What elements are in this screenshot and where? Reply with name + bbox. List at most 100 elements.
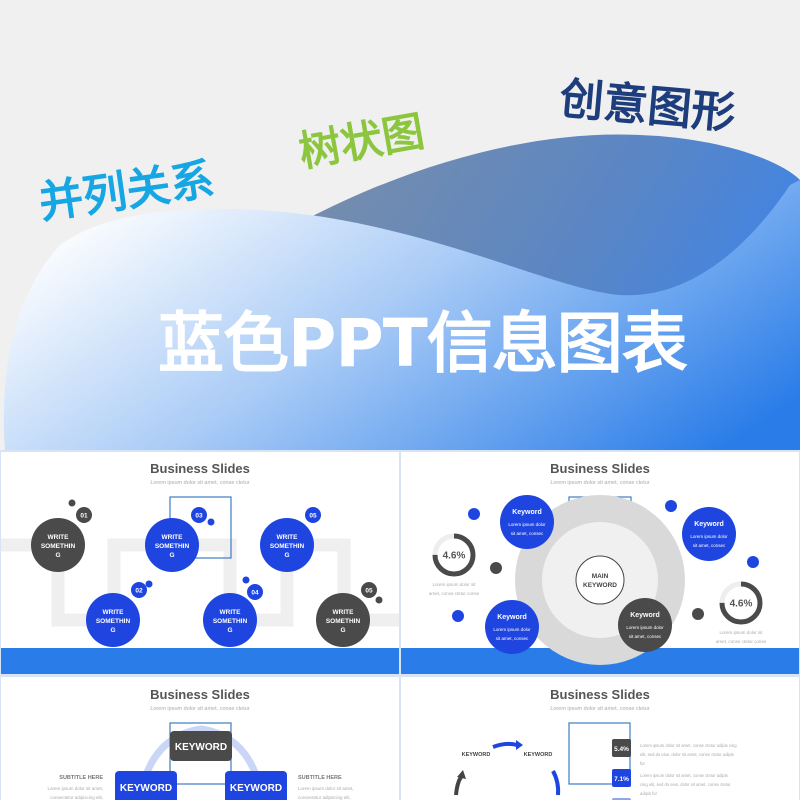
keyword-top-label: KEYWORD [175,742,227,753]
main-keyword-line2: KEYWORD [583,582,617,589]
donut-caption-1: Lorem ipsum dolor sit [719,630,763,635]
cycle-arc [142,725,260,777]
donut-gauge: 4.6% Lorem ipsum dolor sit amet, conse cte… [429,533,480,596]
keyword-box-right [225,771,287,800]
step-number: 05 [365,587,373,594]
slide-preview-3[interactable]: Business Slides Lorem ipsum dolor sit am… [1,677,399,800]
keyword-title: Keyword [497,614,527,621]
main-keyword-circle [575,555,625,605]
slide-subtitle: Lorem ipsum dolor sit amet, conse ctetur [150,480,250,486]
donut-fill [719,581,763,625]
stat-text-2: cing elit, sed do eius. dolor sit amet, … [640,782,731,787]
step-label-3: G [169,552,174,559]
decor-dot [692,608,704,620]
slide-preview-2[interactable]: Business Slides Lorem ipsum dolor sit am… [401,452,799,674]
hero-title: 蓝色PPT信息图表 [158,305,688,382]
step-label-1: WRITE [277,534,299,541]
keyword-right-label: KEYWORD [230,783,282,794]
step-number: 02 [135,587,143,594]
stat-badge [612,769,631,787]
light-wave [3,180,800,450]
step-label-1: WRITE [103,609,125,616]
step-label-1: WRITE [162,534,184,541]
step-label-2: SOMETHIN [155,543,190,550]
keyword-left-label: KEYWORD [120,783,172,794]
slide-preview-4[interactable]: Business Slides Lorem ipsum dolor sit am… [401,677,799,800]
hero-waves [3,134,800,450]
main-keyword-line1: MAIN [592,573,609,580]
donut-value: 4.6% [443,551,466,562]
keyword-text-1: Lorem ipsum dolor [690,534,728,539]
slide-title: Business Slides [550,687,650,702]
keyword-text-1: Lorem ipsum dolor [508,522,546,527]
hero-banner: 并列关系 树状图 创意图形 蓝色PPT信息图表 [0,0,800,450]
donut-caption-1: Lorem ipsum dolor sit [432,582,476,587]
step-circle [260,518,314,572]
slide-subtitle: Lorem ipsum dolor sit amet, conse ctetur [150,706,250,712]
stat-row: 5.4%Lorem ipsum dolor sit amet, conse ct… [612,739,737,766]
keyword-text-2: sit amet, consec [693,543,726,548]
left-text-1: Lorem ipsum dolor sit amet, [47,786,103,791]
step-number-badge [191,507,207,523]
step-label-3: G [55,552,60,559]
slide-preview-1[interactable]: Business Slides Lorem ipsum dolor sit am… [1,452,399,674]
step-number: 04 [251,589,259,596]
slide-title: Business Slides [550,461,650,476]
step-circle [316,593,370,647]
decor-dot [207,518,215,526]
donut-fill [432,533,476,577]
step-label-2: SOMETHIN [270,543,305,550]
stat-row: 7.1%Lorem ipsum dolor sit amet, conse ct… [612,769,731,796]
step-circle [86,593,140,647]
stat-text-2: elit, sed do eius. dolor sit amet, conse… [640,752,734,757]
step-number-badge [76,507,92,523]
arrow-right-icon [492,741,518,749]
footer-band [1,648,399,674]
slide-subtitle: Lorem ipsum dolor sit amet, conse ctetur [550,480,650,486]
keyword-text-2: sit amet, consec [496,636,529,641]
decor-dot [68,499,76,507]
left-text-2: consectetur adipiscing elit, [50,795,103,800]
step-label-1: WRITE [220,609,242,616]
donut-value: 4.6% [730,599,753,610]
keyword-title: Keyword [694,521,724,528]
stat-value: 5.4% [614,746,629,753]
keyword-text-2: sit amet, consec [511,531,544,536]
step-label-1: WRITE [333,609,355,616]
donut-gauge: 4.6% Lorem ipsum dolor sit amet, conse cte… [716,581,767,644]
step-circle [203,593,257,647]
decor-dot [747,556,759,568]
step-label-3: G [110,627,115,634]
step-label-1: WRITE [48,534,70,541]
donut-caption-2: amet, conse ctetur conse [429,591,480,596]
step-circle [31,518,85,572]
donut-caption-2: amet, conse ctetur conse [716,639,767,644]
stat-text-3: adipis for [640,791,658,796]
step-number-badge [361,582,377,598]
decor-dot [375,596,383,604]
slide-title: Business Slides [150,687,250,702]
step-number: 01 [80,512,88,519]
step-number-badge [305,507,321,523]
slide-title: Business Slides [150,461,250,476]
decor-dot [665,500,677,512]
decor-dot [145,580,153,588]
step-label-3: G [227,627,232,634]
decor-dot [452,610,464,622]
step-label-2: SOMETHIN [213,618,248,625]
step-label-2: SOMETHIN [326,618,361,625]
step-number: 03 [195,512,203,519]
right-text-2: consectetur adipiscing elit, [298,795,351,800]
step-number: 05 [309,512,317,519]
keyword-text-1: Lorem ipsum dolor [493,627,531,632]
decor-dot [490,562,502,574]
step-number-badge [247,584,263,600]
